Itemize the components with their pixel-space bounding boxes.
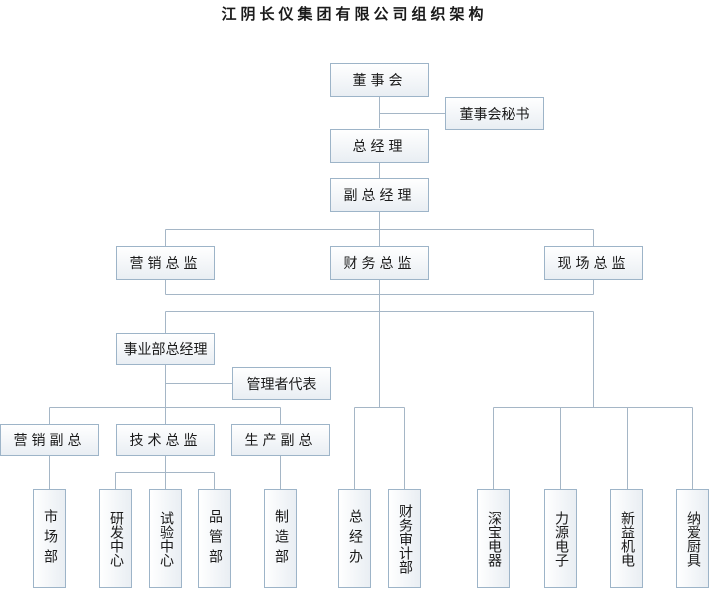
tech-director-box: 技术总监 xyxy=(116,424,215,456)
naai-kitchen-box: 纳爱厨具 xyxy=(676,489,709,588)
management-rep-box: 管理者代表 xyxy=(232,367,331,400)
market-dept-box: 市场部 xyxy=(33,489,66,588)
shenbao-appliance-box: 深宝电器 xyxy=(477,489,510,588)
marketing-director-box: 营销总监 xyxy=(116,246,215,280)
chart-title: 江阴长仪集团有限公司组织架构 xyxy=(221,5,488,23)
board-box: 董事会 xyxy=(330,63,429,97)
division-gm-box: 事业部总经理 xyxy=(116,333,215,365)
board-secretary-box: 董事会秘书 xyxy=(445,97,544,130)
production-vp-box: 生产副总 xyxy=(231,424,330,456)
xinyi-motor-box: 新益机电 xyxy=(610,489,643,588)
finance-audit-dept-box: 财务审计部 xyxy=(388,489,421,588)
finance-director-box: 财务总监 xyxy=(330,246,429,280)
site-director-box: 现场总监 xyxy=(544,246,643,280)
sales-vp-box: 营销副总 xyxy=(0,424,99,456)
manufacturing-dept-box: 制造部 xyxy=(264,489,297,588)
quality-dept-box: 品管部 xyxy=(198,489,231,588)
deputy-gm-box: 副总经理 xyxy=(330,178,429,212)
test-center-box: 试验中心 xyxy=(149,489,182,588)
liyuan-electronics-box: 力源电子 xyxy=(544,489,577,588)
rd-center-box: 研发中心 xyxy=(99,489,132,588)
gm-office-box: 总经办 xyxy=(338,489,371,588)
general-manager-box: 总经理 xyxy=(330,129,429,163)
